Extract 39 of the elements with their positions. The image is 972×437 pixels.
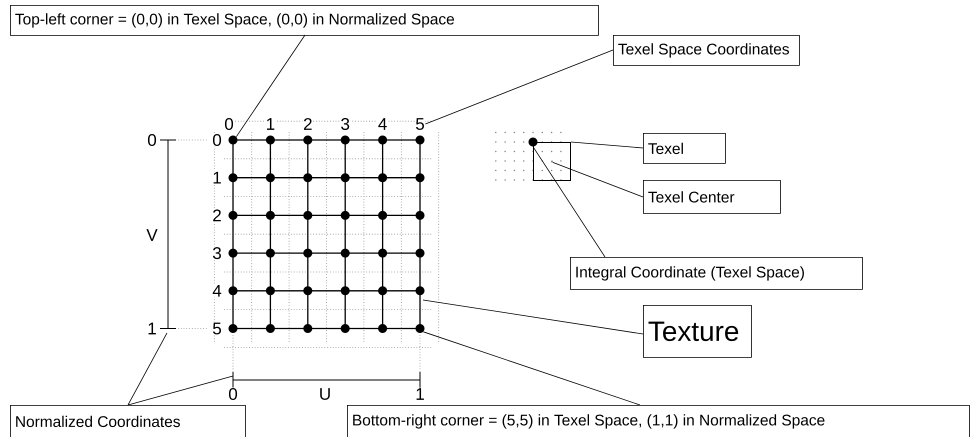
- axis-label: 5: [414, 118, 426, 130]
- vertex-dot: [528, 138, 538, 146]
- callout-box: Integral Coordinate (Texel Space): [570, 257, 863, 290]
- vertex-dot: [228, 136, 238, 144]
- leader-line: [552, 162, 644, 198]
- callout-box: Texel Space Coordinates: [613, 35, 800, 66]
- axis-label: 1: [146, 322, 158, 335]
- axis-label: U: [318, 388, 332, 400]
- leader-line: [422, 331, 640, 406]
- leader-line: [425, 50, 614, 124]
- axis-label: 2: [302, 118, 314, 130]
- axis-label: 1: [212, 171, 222, 184]
- leader-line: [128, 376, 234, 406]
- leader-line: [128, 332, 168, 406]
- axis-label: 2: [212, 208, 222, 222]
- callout-box: Texel: [643, 133, 726, 164]
- leader-line: [236, 34, 306, 138]
- axis-label: 5: [212, 322, 222, 335]
- callout-box: Bottom-right corner = (5,5) in Texel Space, (1,1) in Normalized Space: [347, 405, 970, 437]
- axis-label: 0: [146, 134, 158, 146]
- leader-line: [532, 146, 606, 258]
- leader-line: [570, 142, 644, 148]
- callout-box: Top-left corner = (0,0) in Texel Space, (0,0) in Normalized Space: [10, 5, 599, 36]
- axis-label: 1: [414, 388, 426, 400]
- axis-label: 3: [340, 118, 350, 130]
- axis-label: 4: [377, 118, 388, 130]
- callout-box: Texel Center: [643, 180, 781, 214]
- callout-box: Normalized Coordinates: [10, 405, 246, 437]
- callout-box: Texture: [643, 305, 752, 358]
- axis-label: 0: [224, 118, 234, 130]
- axis-label: 4: [212, 284, 222, 298]
- axis-label: 0: [228, 388, 238, 400]
- vertex-dot: [416, 324, 424, 333]
- axis-label: 3: [212, 246, 222, 260]
- axis-label: 1: [265, 118, 276, 130]
- texel-square: [533, 142, 571, 181]
- axis-label: V: [146, 228, 158, 242]
- axis-label: 0: [212, 134, 222, 146]
- leader-line: [422, 300, 644, 334]
